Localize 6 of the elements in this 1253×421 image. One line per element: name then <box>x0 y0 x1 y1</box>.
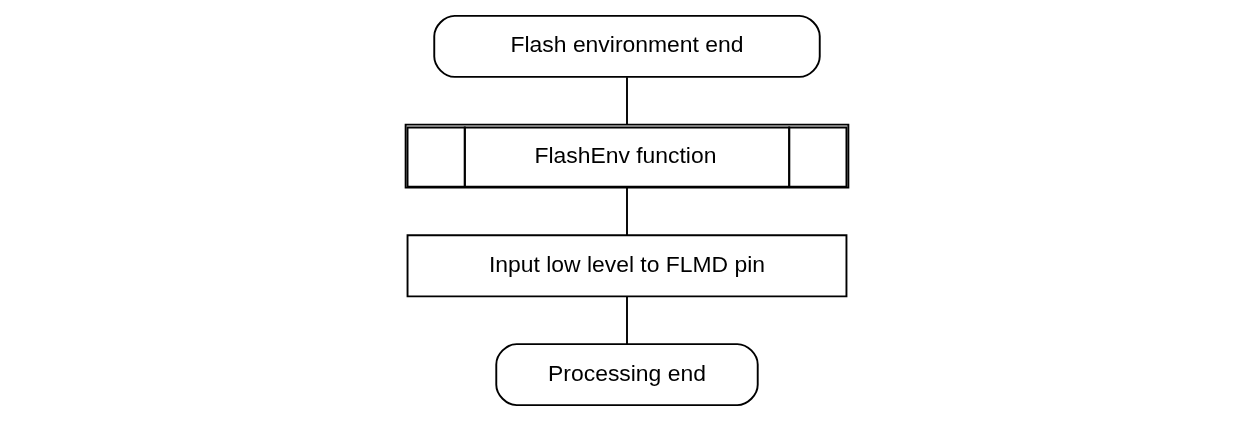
node-box: Flash environment end <box>432 14 821 78</box>
connector <box>625 76 628 126</box>
node-box: Processing end <box>494 343 759 407</box>
connector <box>625 187 628 236</box>
connector <box>625 295 628 345</box>
node-box: Input low level to FLMD pin <box>406 234 847 298</box>
